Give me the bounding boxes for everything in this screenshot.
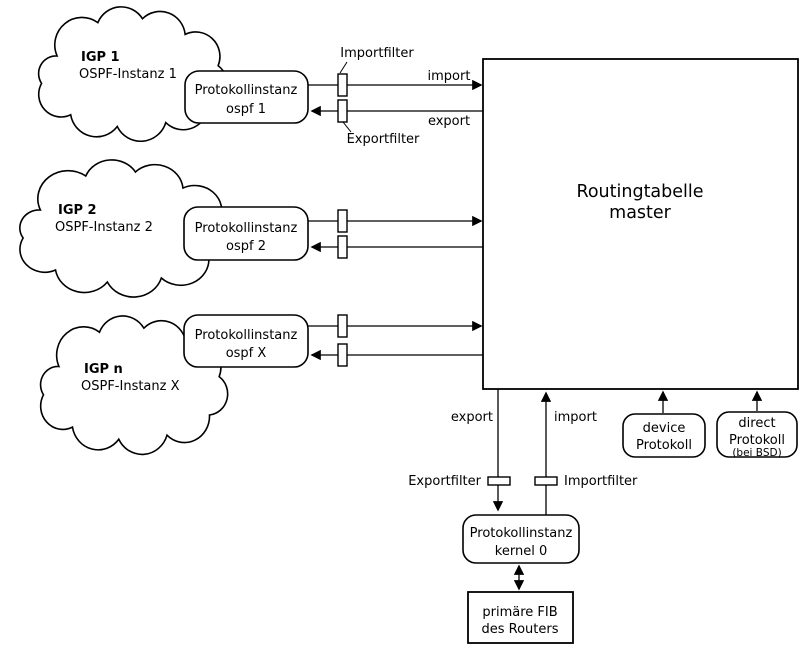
protocol-1-line1: Protokollinstanz xyxy=(195,83,298,98)
importfilter-top-label: Importfilter xyxy=(340,46,414,61)
import-filter-box-kernel xyxy=(534,476,558,486)
cloud-2-subtitle: OSPF-Instanz 2 xyxy=(55,220,153,235)
kernel-box-line2: kernel 0 xyxy=(495,544,547,559)
device-box-line2: Protokoll xyxy=(636,438,692,453)
export-filter-box-row-3 xyxy=(337,343,348,367)
protocol-box-ospf-1 xyxy=(184,70,309,124)
fib-box-line2: des Routers xyxy=(481,622,558,637)
protocol-box-ospf-2 xyxy=(183,206,309,261)
protocol-3-line2: ospf X xyxy=(226,346,267,361)
device-protocol-box xyxy=(622,413,706,458)
kernel-box-line1: Protokollinstanz xyxy=(470,526,573,541)
export-filter-box-row-2 xyxy=(337,235,348,259)
fib-box-line1: primäre FIB xyxy=(482,605,557,620)
protocol-1-line2: ospf 1 xyxy=(226,102,266,117)
protocol-box-ospf-x xyxy=(183,314,309,368)
routing-table-box xyxy=(482,58,799,390)
routing-table-title-line2: master xyxy=(609,203,672,223)
importfilter-bottom-label: Importfilter xyxy=(564,474,638,489)
import-filter-box-row-1 xyxy=(337,73,348,97)
direct-box-line3: (bei BSD) xyxy=(732,447,781,459)
export-filter-box-row-1 xyxy=(337,99,348,123)
direct-box-line2: Protokoll xyxy=(729,433,785,448)
protocol-3-line1: Protokollinstanz xyxy=(195,328,298,343)
cloud-2-title: IGP 2 xyxy=(58,203,97,218)
cloud-3-title: IGP n xyxy=(84,362,123,377)
import-filter-box-row-2 xyxy=(337,209,348,233)
cloud-3-subtitle: OSPF-Instanz X xyxy=(81,379,180,394)
protocol-2-line2: ospf 2 xyxy=(226,239,266,254)
cloud-1-title: IGP 1 xyxy=(81,50,120,65)
protocol-box-kernel xyxy=(462,514,580,564)
import-bottom-label: import xyxy=(554,410,597,425)
device-box-line1: device xyxy=(643,421,686,436)
export-filter-box-kernel xyxy=(487,476,511,486)
exportfilter-top-label: Exportfilter xyxy=(347,132,420,147)
cloud-1-subtitle: OSPF-Instanz 1 xyxy=(79,67,177,82)
protocol-2-line1: Protokollinstanz xyxy=(195,221,298,236)
exportfilter-pointer-line xyxy=(342,121,352,133)
import-filter-box-row-3 xyxy=(337,314,348,338)
exportfilter-bottom-label: Exportfilter xyxy=(408,474,481,489)
export-row1-label: export xyxy=(428,114,470,129)
direct-box-line1: direct xyxy=(738,416,775,431)
routing-table-title-line1: Routingtabelle xyxy=(576,182,703,202)
importfilter-pointer-line xyxy=(339,61,348,74)
fib-box xyxy=(467,591,574,644)
import-row1-label: import xyxy=(428,69,471,84)
direct-protocol-box xyxy=(716,411,798,458)
export-bottom-label: export xyxy=(451,410,493,425)
